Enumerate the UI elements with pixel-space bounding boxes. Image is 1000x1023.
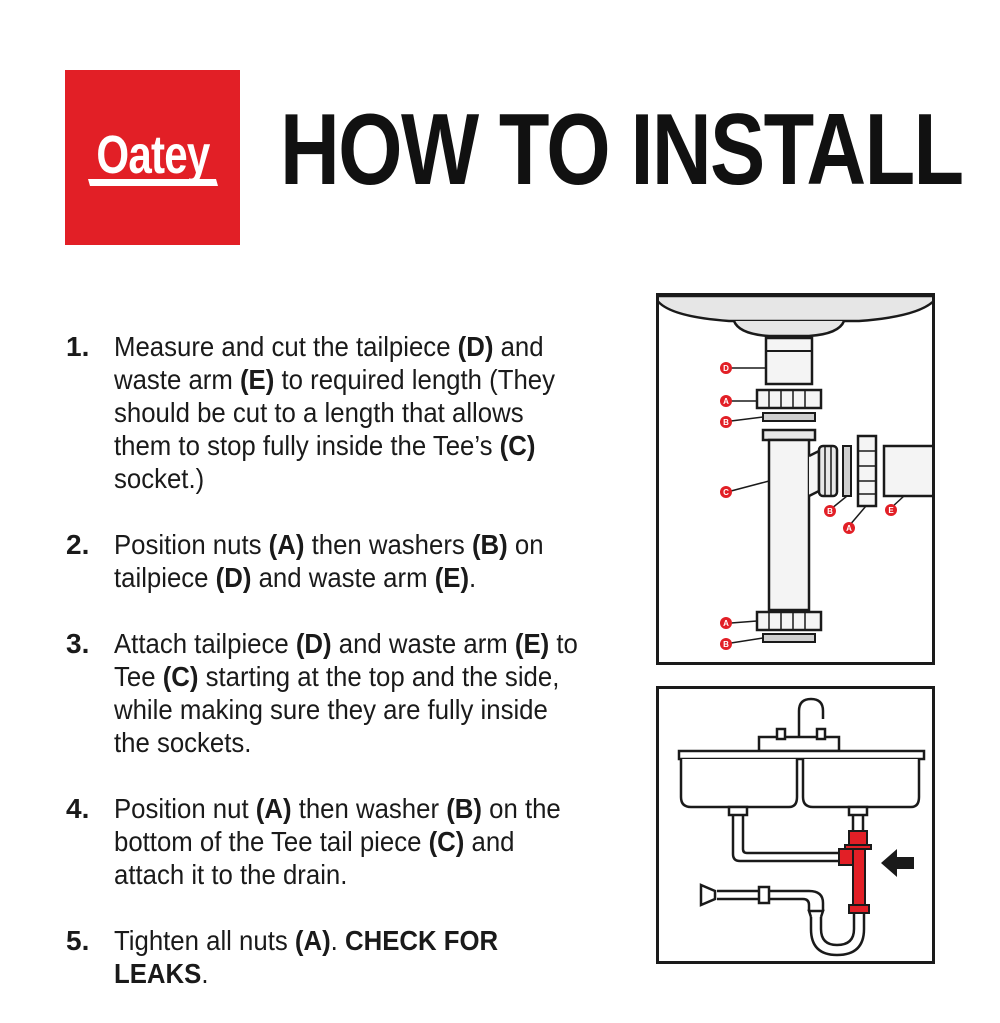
label-b-bottom-marker: [720, 638, 732, 650]
step-segment: Position nuts: [114, 529, 269, 560]
label-b: B: [723, 418, 729, 427]
label-a-side-marker: [843, 522, 855, 534]
tee-c: [761, 428, 839, 612]
step-number: 2.: [66, 529, 90, 560]
instruction-step: 2. Position nuts (A) then washers (B) on …: [66, 528, 626, 594]
step-segment: and attach it to the drain.: [114, 826, 515, 890]
instruction-step: 1. Measure and cut the tailpiece (D) and …: [66, 330, 626, 495]
step-segment: Attach tailpiece: [114, 628, 296, 659]
label-d: D: [723, 364, 729, 373]
arrow-pointer-icon: [881, 849, 914, 877]
step-number: 5.: [66, 925, 90, 956]
waste-arm-e: [882, 444, 932, 498]
nut-a-bottom: [755, 610, 823, 632]
label-a: A: [723, 397, 729, 406]
label-b-side: B: [827, 507, 833, 516]
logo-wordmark: Oatey: [95, 124, 210, 185]
logo-underline-swoosh: [87, 178, 218, 186]
step-segment: then washer: [291, 793, 447, 824]
step-segment: on the bottom of the Tee tail piece: [114, 793, 561, 857]
step-emphasis: (A): [294, 925, 331, 956]
step-segment: to required length (They should be cut t…: [114, 364, 555, 461]
washer-b-bottom: [762, 633, 816, 643]
step-text: Tighten all nuts (A). CHECK FOR LEAKS.: [114, 924, 585, 990]
nut-a-top: [755, 388, 823, 410]
sink-install-diagram: [656, 686, 935, 964]
label-c: C: [723, 488, 729, 497]
step-text: Position nut (A) then washer (B) on the …: [114, 792, 585, 891]
label-b-side-marker: [824, 505, 836, 517]
label-a-side: A: [846, 524, 852, 533]
tee-highlight: [838, 830, 872, 914]
wall-flange-graphic: [699, 883, 771, 907]
step-segment: Position nut: [114, 793, 256, 824]
step-number: 4.: [66, 793, 90, 824]
label-d-marker: [720, 362, 732, 374]
step-text: Position nuts (A) then washers (B) on ta…: [114, 528, 585, 594]
step-segment: and waste arm: [331, 628, 515, 659]
parts-exploded-diagram: D A B C B A E A B: [656, 293, 935, 665]
step-emphasis: (A): [268, 529, 305, 560]
step-segment: Measure and cut the tailpiece: [114, 331, 458, 362]
oatey-logo: Oatey: [65, 70, 240, 245]
step-segment: Tighten all nuts: [114, 925, 295, 956]
washer-b-top: [762, 412, 816, 422]
step-text: Attach tailpiece (D) and waste arm (E) t…: [114, 627, 585, 759]
step-text: Measure and cut the tailpiece (D) and wa…: [114, 330, 585, 495]
step-emphasis: (D): [215, 562, 252, 593]
label-b-bottom: B: [723, 640, 729, 649]
instruction-step: 4. Position nut (A) then washer (B) on th…: [66, 792, 626, 891]
washer-b-side: [842, 445, 852, 497]
parts-diagram-svg: D A B C B A E A B: [659, 296, 932, 650]
step-segment: .: [201, 958, 209, 989]
faucet-graphic: [757, 697, 841, 753]
step-emphasis: (B): [446, 793, 482, 824]
label-a-bottom-marker: [720, 617, 732, 629]
step-emphasis: (E): [434, 562, 470, 593]
label-e-marker: [885, 504, 897, 516]
label-a-marker: [720, 395, 732, 407]
step-emphasis: (C): [499, 430, 536, 461]
step-segment: socket.): [114, 463, 205, 494]
sink-diagram-svg: [677, 697, 926, 957]
instruction-step: 3. Attach tailpiece (D) and waste arm (E)…: [66, 627, 626, 759]
step-emphasis: (A): [255, 793, 292, 824]
label-b-marker: [720, 416, 732, 428]
step-emphasis: (C): [428, 826, 465, 857]
step-emphasis: (C): [162, 661, 199, 692]
step-segment: to Tee: [114, 628, 578, 692]
step-segment: then washers: [304, 529, 472, 560]
step-number: 1.: [66, 331, 90, 362]
step-segment: .: [330, 925, 345, 956]
step-emphasis: (D): [457, 331, 494, 362]
step-segment: starting at the top and the side, while …: [114, 661, 560, 758]
step-number: 3.: [66, 628, 90, 659]
step-emphasis: (D): [295, 628, 332, 659]
label-c-marker: [720, 486, 732, 498]
tailpiece-d: [764, 336, 814, 386]
label-e: E: [888, 506, 894, 515]
double-sink-graphic: [677, 749, 926, 817]
step-emphasis: (B): [471, 529, 508, 560]
step-segment: on tailpiece: [114, 529, 544, 593]
step-segment: .: [469, 562, 477, 593]
label-a-bottom: A: [723, 619, 729, 628]
step-segment: and waste arm: [251, 562, 435, 593]
step-emphasis: CHECK FOR LEAKS: [114, 925, 499, 989]
step-segment: and waste arm: [114, 331, 544, 395]
step-emphasis: (E): [239, 364, 275, 395]
page-title: HOW TO INSTALL: [280, 94, 964, 206]
instruction-steps: 1. Measure and cut the tailpiece (D) and …: [66, 330, 626, 1023]
instruction-step: 5. Tighten all nuts (A). CHECK FOR LEAKS.: [66, 924, 626, 990]
nut-a-side: [856, 434, 878, 508]
step-emphasis: (E): [514, 628, 550, 659]
